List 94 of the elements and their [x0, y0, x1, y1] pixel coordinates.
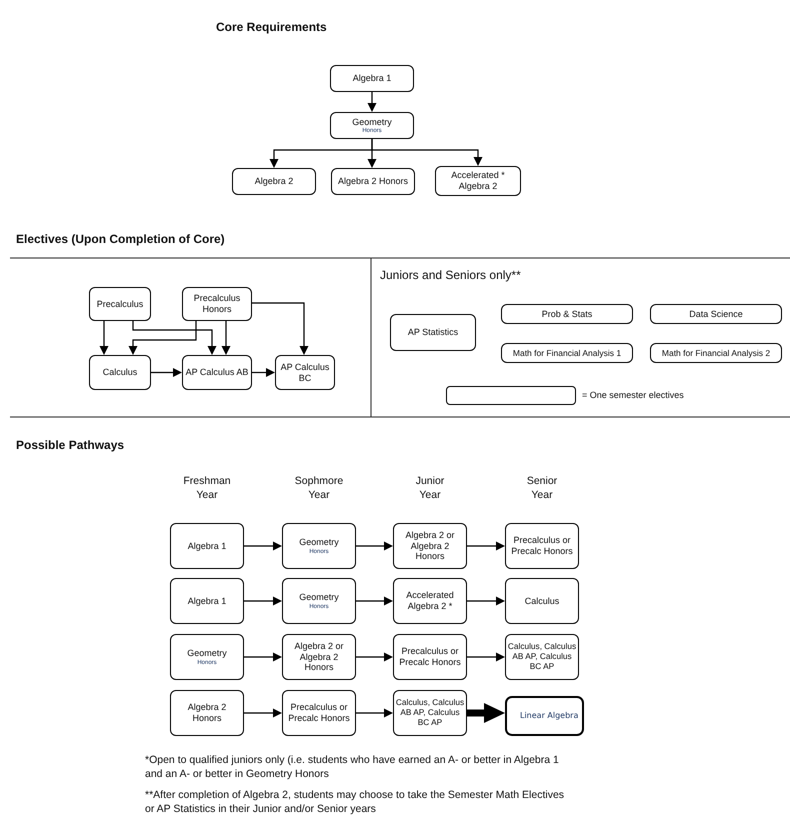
course-box	[182, 287, 252, 321]
column-heading: Sophmore Year	[294, 475, 344, 502]
highlighted-course-box	[505, 696, 584, 736]
course-name: Algebra 2 Honors	[186, 702, 228, 724]
arrow	[356, 542, 393, 550]
arrow	[222, 321, 230, 355]
course-name: Geometry	[298, 592, 340, 603]
course-box	[393, 523, 467, 569]
course-name: Calculus	[102, 367, 138, 378]
course-name: Calculus, Calculus AB AP, Calculus BC AP	[506, 642, 578, 672]
course-box	[282, 634, 356, 680]
course-name: Precalculus	[96, 298, 144, 310]
arrow	[100, 321, 108, 355]
course-name: Algebra 1	[186, 540, 228, 552]
course-name: Accelerated * Algebra 2	[450, 170, 506, 192]
arrow	[356, 652, 393, 662]
arrow	[356, 596, 393, 606]
course-box	[501, 343, 633, 363]
course-name: Linear Algebra	[519, 711, 580, 721]
column-heading: Senior Year	[526, 475, 558, 502]
section-heading: Electives (Upon Completion of Core)	[16, 232, 226, 248]
course-name: Math for Financial Analysis 1	[512, 348, 622, 358]
course-box	[501, 304, 633, 324]
legend-label: = One semester electives	[582, 390, 684, 400]
course-box	[650, 304, 782, 324]
course-box	[232, 168, 316, 195]
footnote: *Open to qualified juniors only (i.e. students who have earned an A- or better in Algebra 1 and an A- or better in Geometry Honors	[145, 754, 560, 782]
course-name: Prob & Stats	[540, 308, 594, 320]
course-name: Algebra 2 or Algebra 2 Honors	[293, 640, 345, 674]
arrow	[467, 542, 505, 550]
course-box	[170, 634, 244, 680]
course-box	[170, 690, 244, 736]
arrow	[371, 139, 482, 166]
course-box	[435, 166, 521, 196]
course-box	[182, 355, 252, 390]
course-name: Algebra 2 or Algebra 2 Honors	[404, 530, 456, 562]
arrow	[252, 368, 275, 377]
course-box	[505, 634, 579, 680]
course-box	[275, 355, 335, 390]
arrow	[368, 92, 376, 112]
thick-arrow	[467, 703, 505, 723]
course-box	[282, 523, 356, 569]
arrow	[252, 302, 308, 355]
course-box	[393, 634, 467, 680]
course-name: AP Calculus BC	[280, 362, 330, 384]
course-name: Algebra 2 Honors	[336, 176, 410, 187]
arrow	[132, 321, 216, 355]
course-name: AP Calculus AB	[184, 367, 250, 378]
course-box	[330, 65, 414, 92]
arrow	[244, 708, 282, 718]
arrow	[151, 368, 182, 377]
arrow	[244, 652, 282, 662]
course-name: AP Statistics	[406, 327, 460, 338]
course-box	[282, 690, 356, 736]
course-name: Precalculus or Precalc Honors	[510, 535, 574, 557]
course-name: Accelerated Algebra 2 *	[405, 590, 455, 612]
course-box	[282, 578, 356, 624]
arrow	[467, 596, 505, 606]
course-name: Math for Financial Analysis 2	[660, 348, 772, 358]
course-name: Algebra 1	[352, 73, 392, 84]
course-box	[650, 343, 782, 363]
course-box	[170, 523, 244, 569]
course-box	[89, 355, 151, 390]
arrow	[356, 708, 393, 718]
course-box	[390, 314, 476, 351]
column-heading: Junior Year	[414, 475, 446, 502]
course-name: Calculus	[524, 596, 560, 606]
course-box	[330, 112, 414, 139]
course-box	[89, 287, 151, 321]
footnote: **After completion of Algebra 2, students may choose to take the Semester Math Electives or AP Statistics in their Junior and/or Senior years	[145, 789, 565, 816]
course-box	[505, 523, 579, 569]
course-name: Geometry	[351, 116, 393, 128]
section-heading: Possible Pathways	[16, 438, 126, 454]
course-box	[393, 690, 467, 736]
course-name: Data Science	[688, 308, 744, 320]
course-box	[393, 578, 467, 624]
course-box	[505, 578, 579, 624]
course-name: Algebra 2	[254, 176, 294, 187]
column-heading: Freshman Year	[182, 475, 232, 502]
section-heading: Core Requirements	[216, 20, 328, 36]
course-name: Calculus, Calculus AB AP, Calculus BC AP	[394, 698, 466, 728]
arrow	[244, 542, 282, 550]
course-box	[331, 168, 415, 195]
arrow	[128, 321, 197, 355]
course-name: Precalculus or Precalc Honors	[398, 646, 462, 668]
course-name: Precalculus or Precalc Honors	[287, 702, 351, 724]
panel-heading: Juniors and Seniors only**	[380, 268, 522, 284]
course-name: Geometry	[186, 648, 228, 659]
arrow	[244, 596, 282, 606]
course-name: Algebra 1	[186, 596, 228, 606]
course-name: Geometry	[298, 537, 340, 548]
arrow	[467, 652, 505, 662]
course-name: Precalculus Honors	[192, 293, 242, 315]
course-box	[170, 578, 244, 624]
